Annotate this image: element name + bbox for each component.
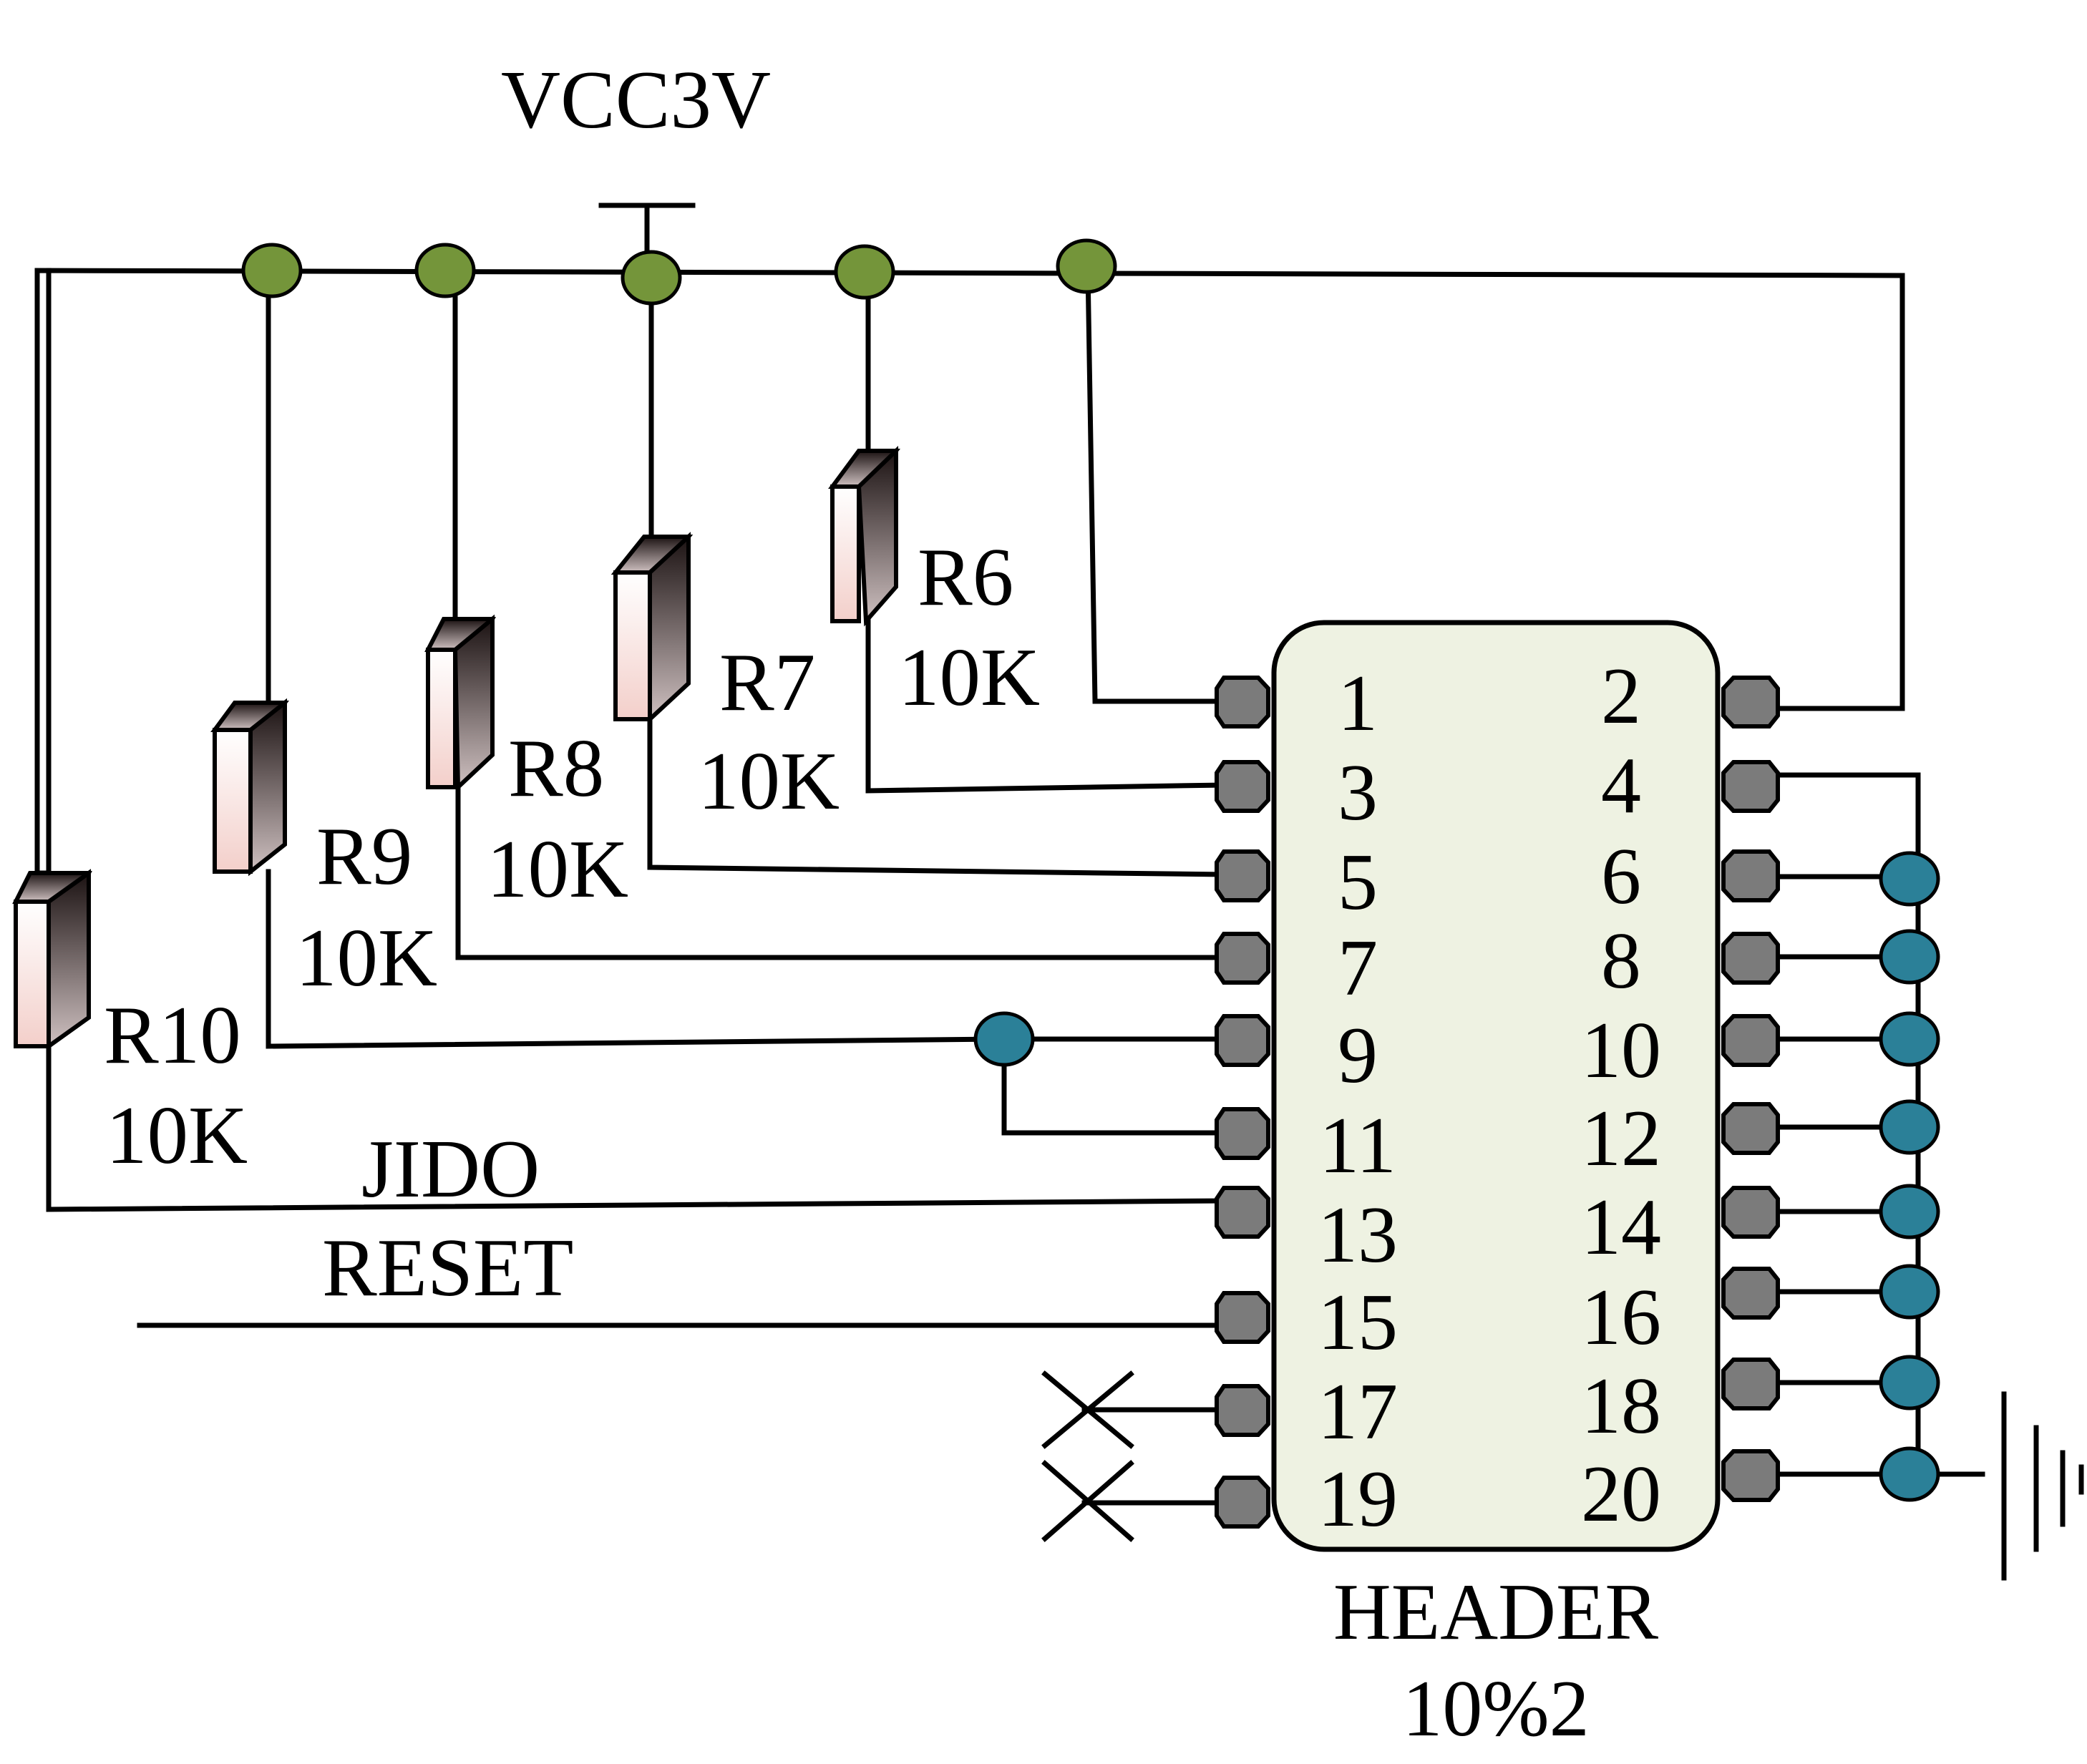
pin-8 (1721, 932, 1780, 985)
header-right-pin-numbers: 2 4 6 8 10 12 14 16 18 20 (1581, 652, 1661, 1539)
jido-label: JIDO (361, 1124, 540, 1214)
pin-number: 3 (1338, 749, 1378, 837)
pin-number: 13 (1318, 1191, 1398, 1280)
pin-1 (1215, 676, 1270, 728)
ground-bus (1726, 772, 1921, 1477)
pin-3 (1215, 760, 1270, 813)
r9-wire-bottom (266, 869, 1225, 1049)
pin-number: 18 (1581, 1362, 1661, 1451)
header-right-pins (1721, 676, 1780, 1502)
pin9-junction (973, 1011, 1035, 1067)
pin-10 (1721, 1014, 1780, 1067)
ground-junction (1879, 1184, 1940, 1239)
pin-16 (1721, 1267, 1780, 1320)
pin-17 (1215, 1384, 1270, 1437)
pin-number: 9 (1338, 1011, 1378, 1100)
ground-junction (1879, 1011, 1940, 1067)
vcc-junctions (241, 238, 1117, 306)
pin-number: 16 (1581, 1273, 1661, 1362)
resistor-r8 (424, 614, 497, 792)
r10-value: 10K (106, 1090, 248, 1181)
pin-number: 7 (1338, 924, 1378, 1013)
pin1-wire (1085, 268, 1225, 704)
pin-19 (1215, 1476, 1270, 1529)
r9-name: R9 (316, 811, 412, 902)
pin-18 (1721, 1358, 1780, 1410)
header-size: 10%2 (1402, 1665, 1589, 1753)
pin-number: 2 (1601, 652, 1641, 741)
pin9-pin11-link (1001, 1036, 1225, 1136)
ground-junction (1879, 1099, 1940, 1155)
ground-junction (1879, 929, 1940, 985)
resistor-r7 (610, 532, 694, 724)
vcc-junction (621, 250, 682, 306)
pin-number: 4 (1601, 741, 1641, 830)
pin-6 (1721, 849, 1780, 902)
resistor-r9 (210, 698, 289, 877)
vcc-junction (1056, 238, 1117, 294)
pin-number: 11 (1319, 1101, 1396, 1190)
pin-number: 15 (1318, 1278, 1398, 1367)
r10-name: R10 (104, 990, 241, 1081)
pin-13 (1215, 1186, 1270, 1239)
pin-7 (1215, 932, 1270, 985)
header-body (1271, 620, 1721, 1552)
pin-5 (1215, 849, 1270, 902)
pin-number: 12 (1581, 1094, 1661, 1183)
pin-number: 19 (1318, 1455, 1398, 1544)
pin-11 (1215, 1107, 1270, 1160)
jido-wire (46, 1042, 1225, 1212)
r6-value: 10K (898, 632, 1040, 723)
r8-value: 10K (487, 824, 628, 915)
vcc-label: VCC3V (501, 54, 771, 145)
ground-symbol (2001, 1391, 2084, 1581)
pin-number: 5 (1338, 838, 1378, 927)
pin-number: 14 (1581, 1183, 1661, 1272)
pin-9 (1215, 1014, 1270, 1067)
r7-name: R7 (719, 637, 815, 728)
pin-number: 20 (1581, 1450, 1661, 1539)
header-name: HEADER (1333, 1568, 1658, 1657)
resistor-r10 (12, 869, 92, 1051)
pin-20 (1721, 1449, 1780, 1502)
r9-value: 10K (296, 912, 437, 1003)
r7-wire-bottom (647, 716, 1225, 877)
ground-junction (1879, 1264, 1940, 1320)
r6-wire-bottom (865, 618, 1225, 794)
ground-junction (1879, 1355, 1940, 1410)
vcc-junction (241, 243, 303, 298)
pin-2 (1721, 676, 1780, 728)
pin-14 (1721, 1186, 1780, 1239)
r8-name: R8 (508, 723, 604, 814)
pin-12 (1721, 1102, 1780, 1155)
header-left-pins (1215, 676, 1270, 1529)
no-connect-pin19 (1041, 1460, 1134, 1542)
vcc-junction (414, 243, 476, 298)
ground-junction (1879, 851, 1940, 907)
pin-number: 17 (1318, 1368, 1398, 1456)
pin-number: 6 (1601, 832, 1641, 921)
pin-number: 10 (1581, 1006, 1661, 1095)
reset-label: RESET (322, 1222, 573, 1313)
net-junctions (973, 851, 1940, 1502)
ground-junction (1879, 1446, 1940, 1502)
r7-value: 10K (698, 736, 840, 827)
pin-number: 1 (1338, 659, 1378, 748)
r8-wire-bottom (455, 784, 1225, 960)
pin-number: 8 (1601, 917, 1641, 1005)
header-left-pin-numbers: 1 3 5 7 9 11 13 15 17 19 (1318, 659, 1398, 1544)
vcc-junction (834, 244, 895, 300)
pin-15 (1215, 1291, 1270, 1344)
resistor-r6 (828, 445, 900, 627)
pin-4 (1721, 760, 1780, 813)
no-connect-pin17 (1041, 1370, 1134, 1449)
r6-name: R6 (918, 532, 1013, 623)
